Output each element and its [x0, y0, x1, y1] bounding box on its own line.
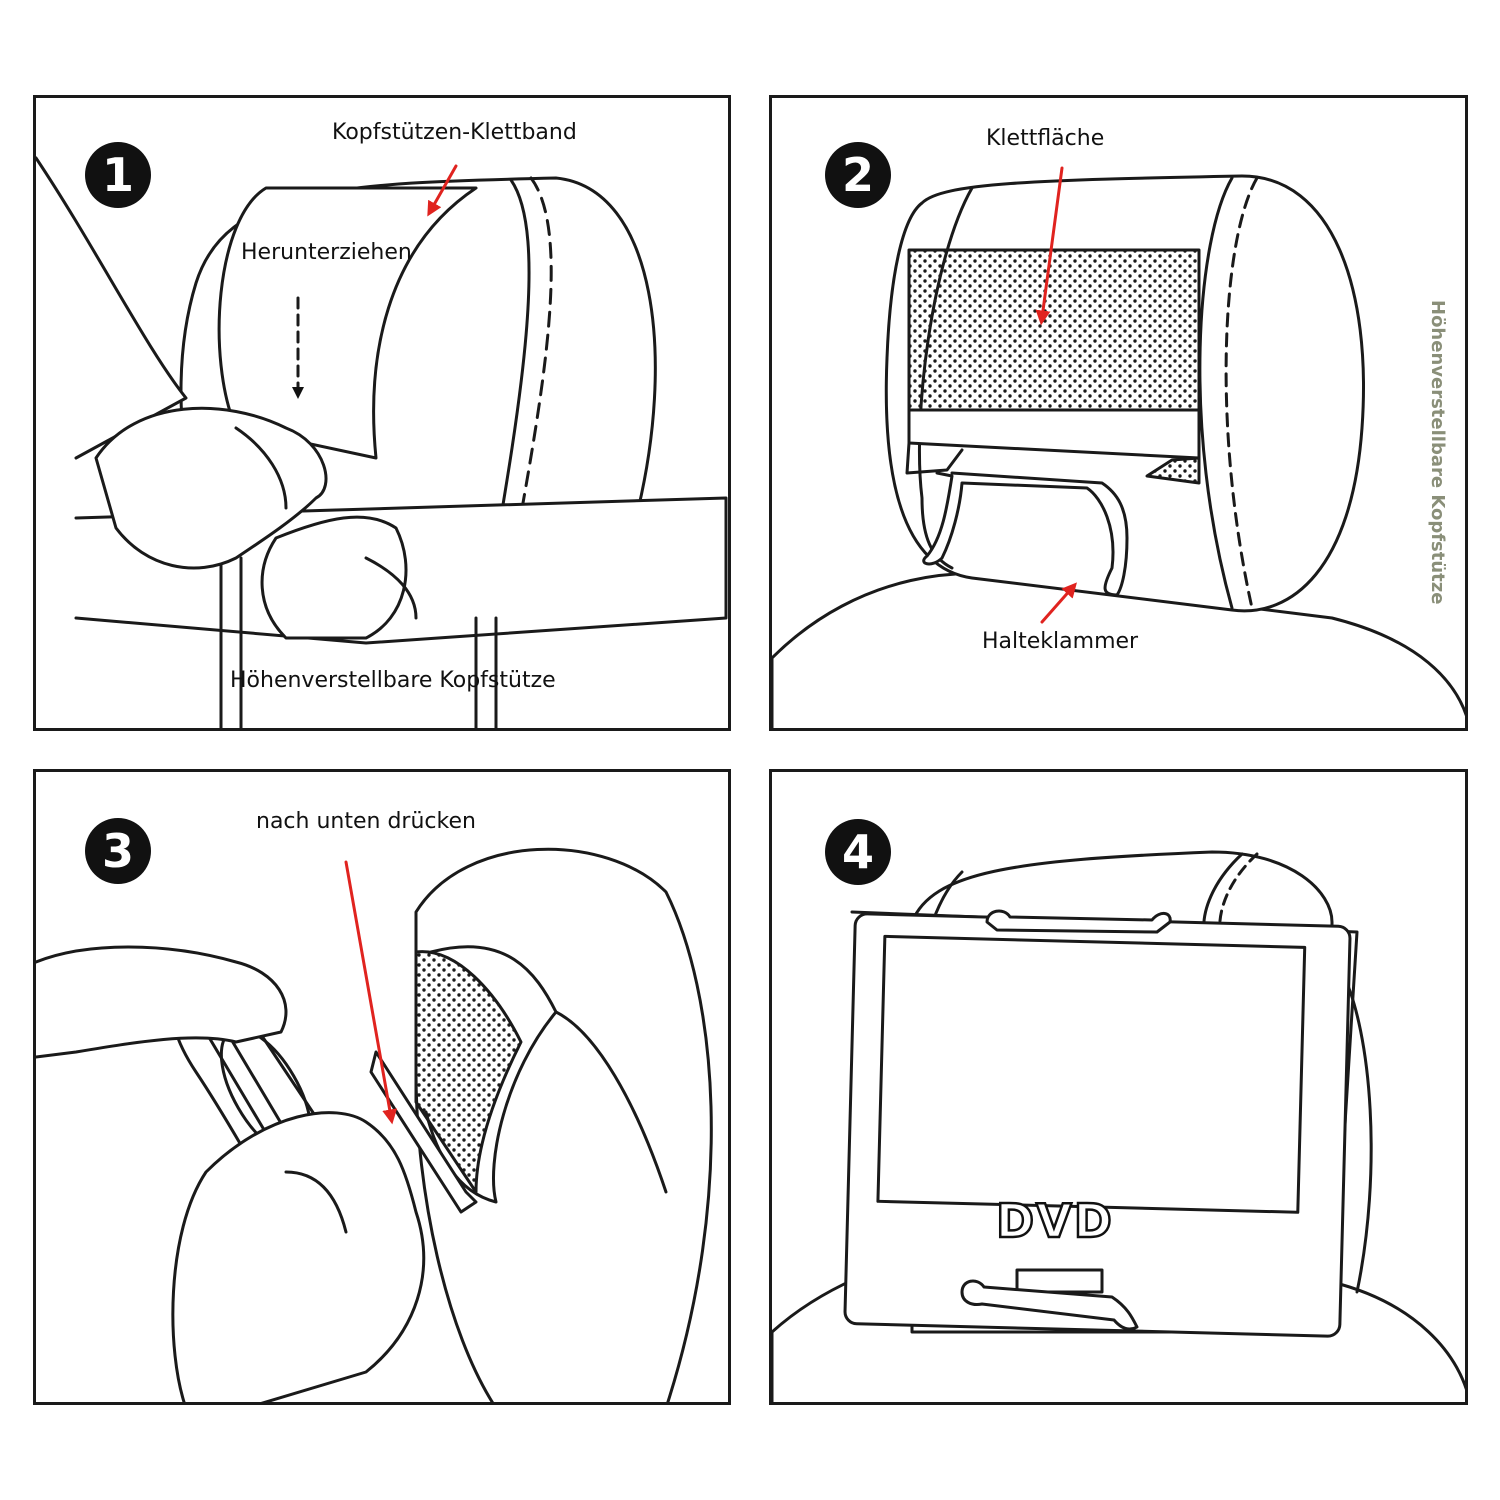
strap-pointer-arrow — [427, 164, 458, 217]
step-3-illustration — [36, 847, 713, 1402]
left-hand — [94, 406, 328, 570]
velcro-area-label: Klettfläche — [986, 126, 1105, 151]
headrest-label: Höhenverstellbare Kopfstütze — [230, 668, 556, 693]
step-4-illustration — [772, 850, 1465, 1402]
clip-pointer-arrow — [1040, 582, 1077, 624]
step-4-panel: 4 DVD — [769, 769, 1468, 1405]
velcro-area — [414, 950, 523, 1194]
step-1-illustration — [36, 156, 728, 728]
top-clip — [985, 909, 1172, 934]
strap-label: Kopfstützen-Klettband — [332, 120, 577, 145]
holding-clip — [369, 1050, 478, 1214]
pull-label: Herunterziehen — [241, 240, 412, 265]
side-note-text: Höhenverstellbare Kopfstütze — [1427, 300, 1448, 605]
right-hand — [260, 515, 408, 640]
holding-clip — [922, 471, 1129, 597]
press-down-arrow — [344, 860, 398, 1125]
clip-label: Halteklammer — [982, 629, 1139, 654]
side-note: Höhenverstellbare Kopfstütze — [1424, 300, 1448, 604]
step-2-panel: 2 Klettfläche Halteklammer — [769, 95, 1468, 731]
step-4-badge: 4 — [825, 819, 891, 885]
dvd-screen — [876, 934, 1307, 1214]
step-1-badge: 1 — [85, 142, 151, 208]
lower-hand — [171, 1111, 426, 1402]
headrest-outline — [414, 847, 713, 1402]
step-2-illustration — [772, 166, 1465, 728]
left-arm — [36, 156, 188, 460]
velcro-strap — [217, 186, 478, 460]
velcro-pointer-arrow — [1035, 166, 1064, 326]
bottom-clip — [960, 1279, 1139, 1331]
step-3-badge: 3 — [85, 818, 151, 884]
step-3-panel: 3 nach unten drücken — [33, 769, 731, 1405]
velcro-area — [907, 248, 1201, 412]
step-2-badge: 2 — [825, 142, 891, 208]
dvd-logo: DVD — [995, 1193, 1114, 1250]
press-label: nach unten drücken — [256, 809, 476, 834]
step-1-panel: 1 Kopfstützen-Klettband Herunterziehen H… — [33, 95, 731, 731]
upper-hand — [36, 945, 288, 1059]
